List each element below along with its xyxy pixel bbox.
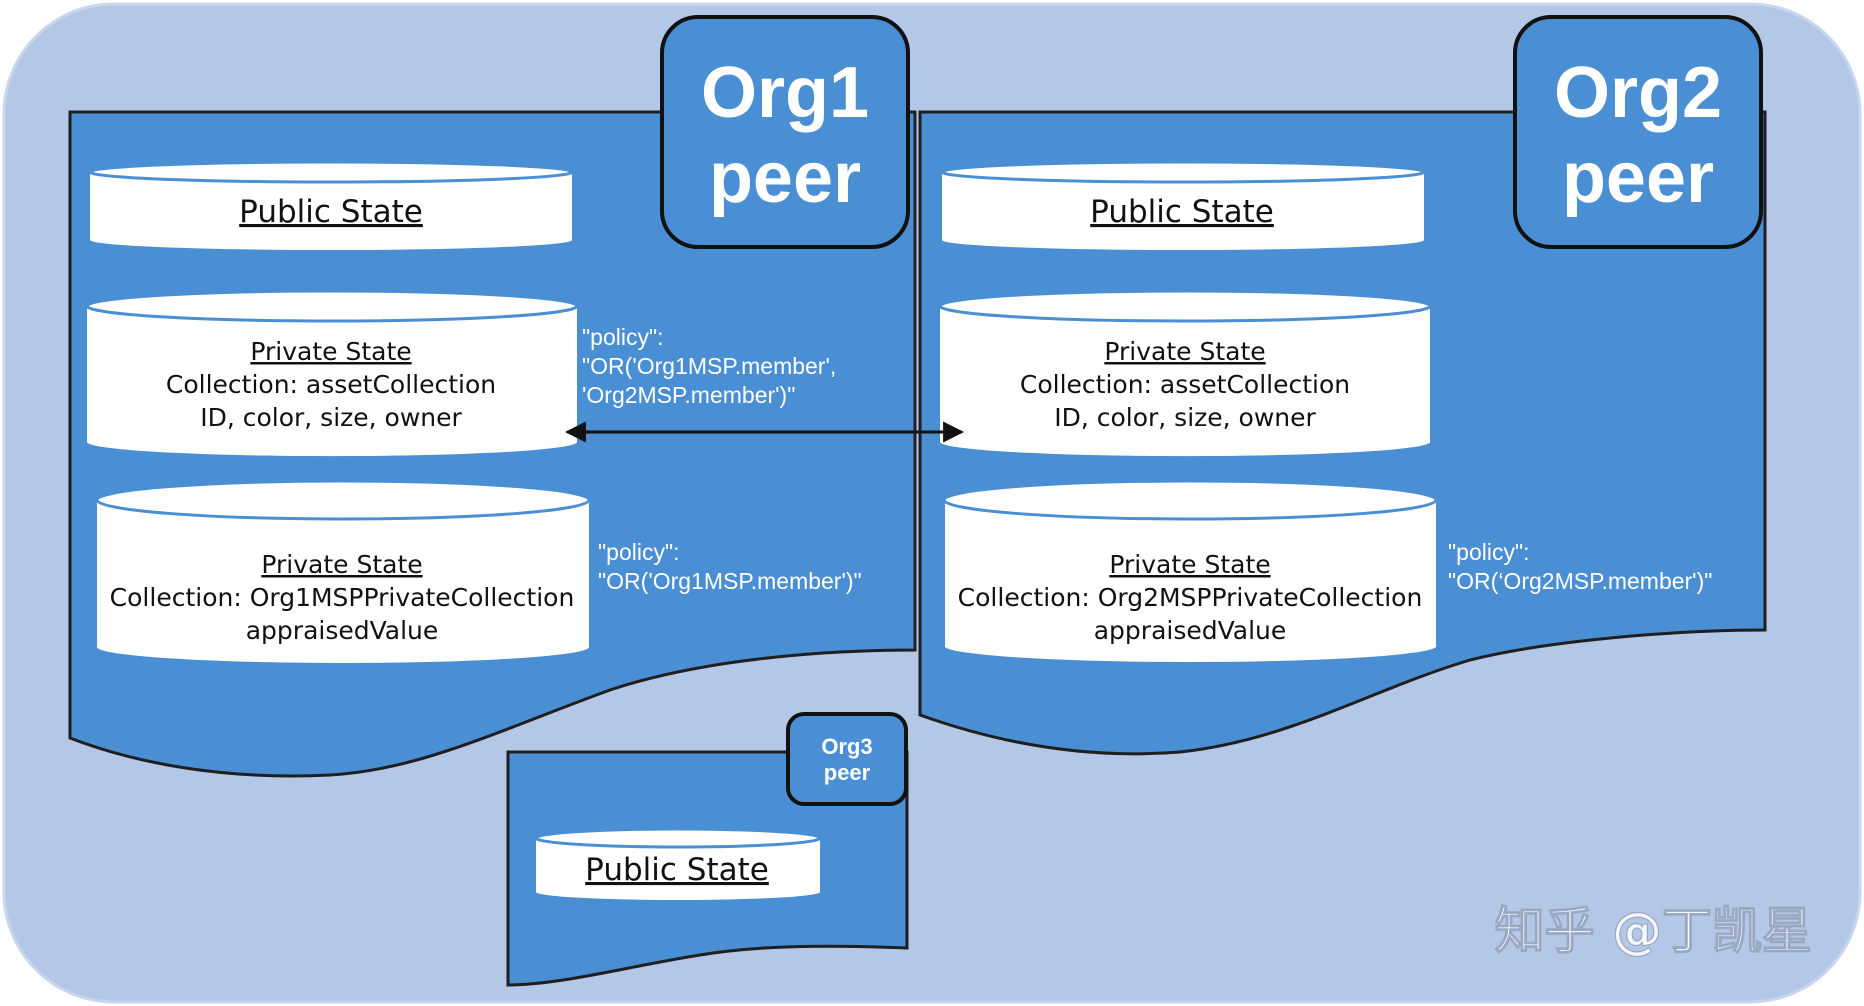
org2-public-state-store: Public State [940,160,1426,251]
org2-peer-label-line2: peer [1562,138,1714,218]
org3-peer-label-line2: peer [824,760,871,785]
org2-org-private-title: Private State [1109,550,1270,579]
org2-org-policy: "policy": "OR(‘Org2MSP.member')" [1448,539,1712,594]
org2-peer-label-box: Org2 peer [1513,15,1763,249]
org1-org-policy: "policy": "OR('Org1MSP.member')" [598,539,862,594]
shared-policy-line1: "policy": [582,324,664,350]
org1-org-private-title: Private State [261,550,422,579]
org2-org-policy-line1: "policy": [1448,539,1530,565]
org1-org-private-fields: appraisedValue [246,616,439,645]
org2-org-policy-line2: "OR(‘Org2MSP.member')" [1448,568,1712,594]
org3-public-state-label: Public State [585,852,769,888]
org2-shared-private-store: Private State Collection: assetCollectio… [938,289,1432,457]
org1-org-private-store: Private State Collection: Org1MSPPrivate… [95,479,591,663]
org3-public-state-store: Public State [534,827,822,900]
org1-shared-private-fields: ID, color, size, owner [200,403,462,432]
org2-org-private-fields: appraisedValue [1094,616,1287,645]
org1-peer: Public State Private State Collection: a… [68,15,917,778]
org2-peer-label-line1: Org2 [1554,53,1722,133]
org1-peer-label-box: Org1 peer [660,15,910,249]
org3-peer-label-box: Org3 peer [786,712,908,806]
org1-shared-private-store: Private State Collection: assetCollectio… [85,289,579,457]
org2-org-private-store: Private State Collection: Org2MSPPrivate… [942,479,1438,662]
watermark: 知乎 @丁凯星 [1495,902,1812,960]
org1-shared-private-collection: Collection: assetCollection [166,370,496,399]
org1-org-policy-line2: "OR('Org1MSP.member')" [598,568,862,594]
org2-shared-private-collection: Collection: assetCollection [1020,370,1350,399]
org2-public-state-label: Public State [1090,194,1274,230]
org3-peer-label-line1: Org3 [821,734,872,759]
shared-policy: "policy": "OR('Org1MSP.member', 'Org2MSP… [582,324,836,408]
org2-org-private-collection: Collection: Org2MSPPrivateCollection [958,583,1423,612]
org1-public-state-store: Public State [88,160,574,251]
org2-peer: Public State Private State Collection: a… [918,15,1767,756]
org2-shared-private-fields: ID, color, size, owner [1054,403,1316,432]
org1-shared-private-title: Private State [250,337,411,366]
org2-shared-private-title: Private State [1104,337,1265,366]
org1-public-state-label: Public State [239,194,423,230]
org1-peer-label-line2: peer [709,138,861,218]
shared-policy-line2: "OR('Org1MSP.member', [582,353,836,379]
org1-org-policy-line1: "policy": [598,539,680,565]
org1-org-private-collection: Collection: Org1MSPPrivateCollection [110,583,575,612]
org1-peer-label-line1: Org1 [701,53,869,133]
shared-policy-line3: 'Org2MSP.member')" [582,382,795,408]
org3-peer: Public State Org3 peer [506,712,909,987]
